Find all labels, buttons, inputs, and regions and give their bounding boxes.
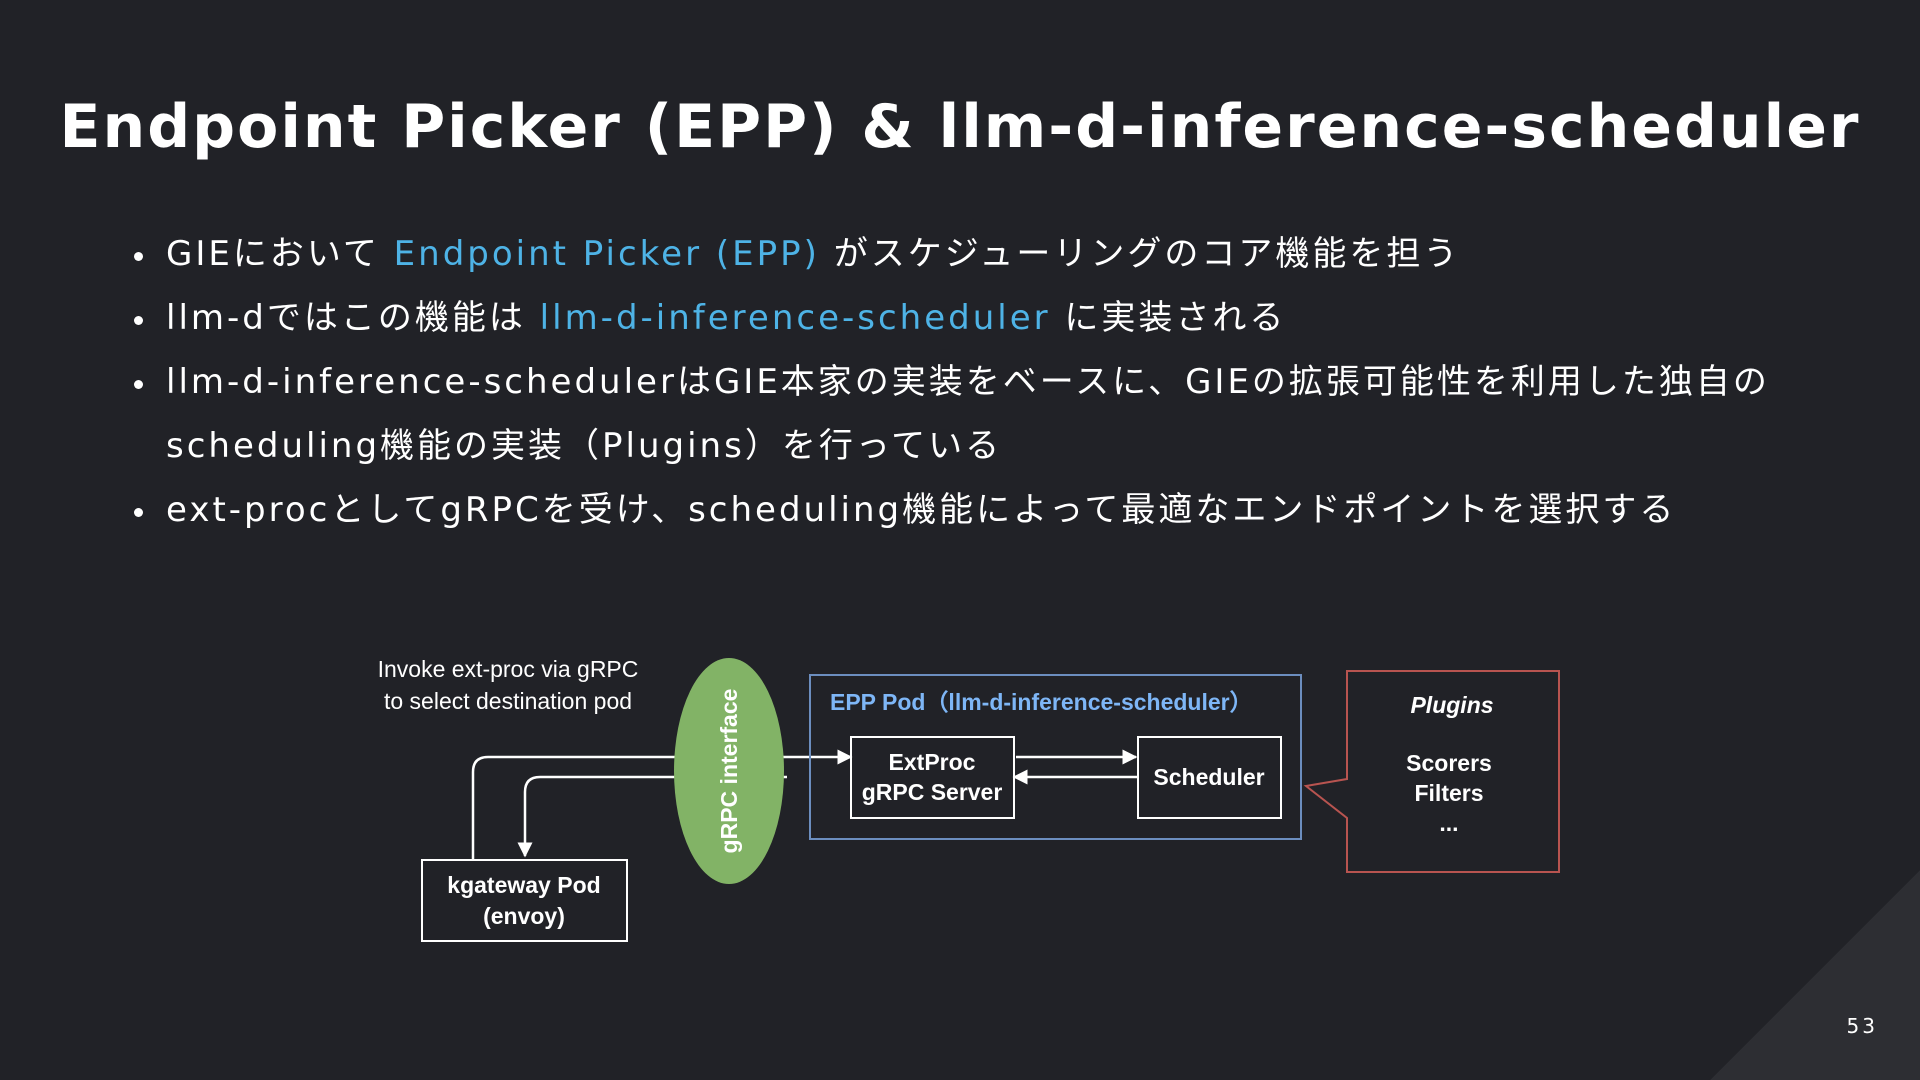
grpc-interface-ellipse <box>674 658 784 884</box>
plugins-title: Plugins <box>1410 692 1493 718</box>
response-connector <box>517 775 787 858</box>
bullet-item: llm-dではこの機能は llm-d-inference-scheduler に… <box>130 286 1810 350</box>
annotation-text: to select destination pod <box>384 688 632 714</box>
bullet-text: llm-d-inference-schedulerはGIE本家の実装をベースに、… <box>166 362 1770 466</box>
bullet-item: llm-d-inference-schedulerはGIE本家の実装をベースに、… <box>130 350 1810 478</box>
bullet-text: llm-dではこの機能は <box>166 298 540 338</box>
page-number: 53 <box>1846 1014 1878 1038</box>
extproc-label: gRPC Server <box>862 779 1003 805</box>
bullet-text: ext-procとしてgRPCを受け、scheduling機能によって最適なエン… <box>166 490 1677 530</box>
bullet-highlight: llm-d-inference-scheduler <box>539 298 1051 338</box>
scheduler-box <box>1137 736 1282 819</box>
request-connector <box>471 749 853 859</box>
bullet-text: がスケジューリングのコア機能を担う <box>819 234 1461 274</box>
kgateway-label: kgateway Pod <box>447 872 600 898</box>
bullet-text: に実装される <box>1050 298 1287 338</box>
kgateway-pod-box <box>421 859 628 942</box>
annotation-text: Invoke ext-proc via gRPC <box>378 656 639 682</box>
bullet-item: ext-procとしてgRPCを受け、scheduling機能によって最適なエン… <box>130 478 1810 542</box>
plugins-item: Scorers <box>1406 750 1492 776</box>
grpc-interface-label: gRPC interface <box>716 689 742 854</box>
extproc-label: ExtProc <box>889 749 976 775</box>
scheduler-label: Scheduler <box>1153 764 1264 790</box>
kgateway-label: (envoy) <box>483 903 565 929</box>
extproc-server-box <box>850 736 1015 819</box>
plugins-item: Filters <box>1414 780 1483 806</box>
bullet-list: GIEにおいて Endpoint Picker (EPP) がスケジューリングの… <box>130 222 1810 542</box>
bullet-highlight: Endpoint Picker (EPP) <box>393 234 820 274</box>
plugins-callout <box>1303 670 1560 873</box>
plugins-item: ... <box>1439 810 1458 836</box>
slide-title: Endpoint Picker (EPP) & llm-d-inference-… <box>59 92 1861 162</box>
epp-pod-label: EPP Pod（llm-d-inference-scheduler） <box>830 689 1253 715</box>
corner-decoration <box>1710 870 1920 1080</box>
bullet-item: GIEにおいて Endpoint Picker (EPP) がスケジューリングの… <box>130 222 1810 286</box>
epp-pod-box <box>809 674 1302 840</box>
bullet-text: GIEにおいて <box>166 234 394 274</box>
